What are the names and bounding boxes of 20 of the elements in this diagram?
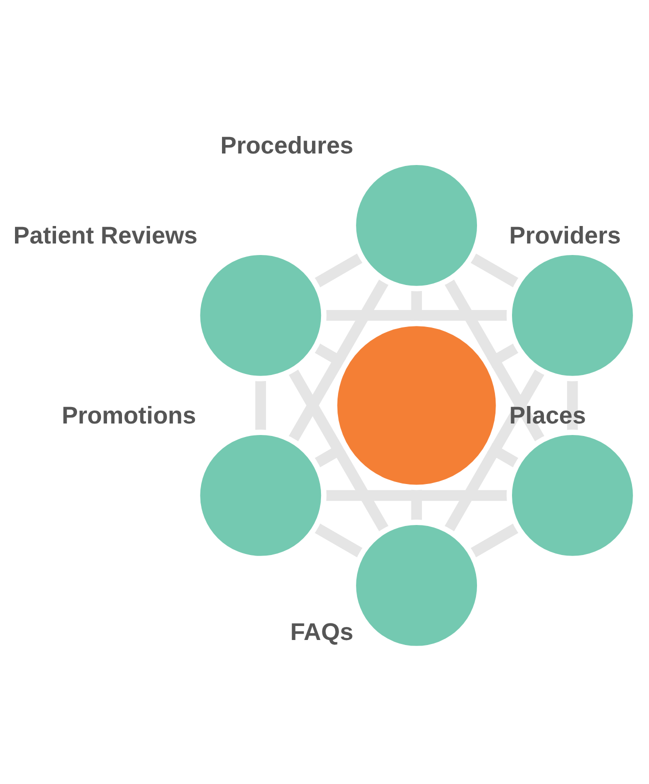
connector (312, 522, 364, 558)
connector (468, 252, 520, 288)
node-label: Promotions (62, 402, 196, 430)
connector (255, 378, 266, 432)
node-label: Places (509, 402, 586, 430)
node-label: Patient Reviews (13, 222, 198, 250)
connector (411, 289, 422, 324)
connector (468, 522, 520, 558)
connector (411, 488, 422, 522)
connector (288, 368, 390, 534)
connector (324, 310, 509, 321)
connector (288, 278, 390, 444)
connector (567, 378, 578, 432)
connector (324, 490, 510, 501)
node-label: Providers (509, 222, 621, 250)
connector (444, 277, 546, 443)
node-label: Procedures (220, 132, 354, 160)
connector (312, 252, 364, 288)
node-label: FAQs (290, 618, 354, 646)
connector (444, 368, 546, 533)
